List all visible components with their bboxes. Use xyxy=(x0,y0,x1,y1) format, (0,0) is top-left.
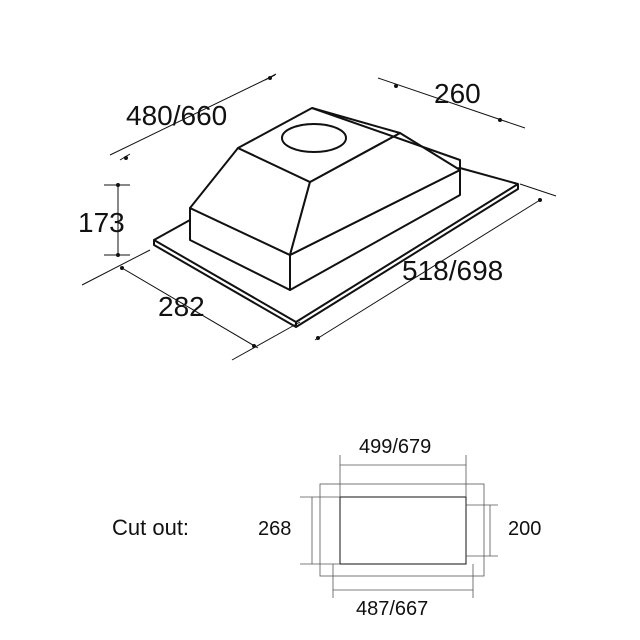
dim-width-label: 480/660 xyxy=(126,100,227,131)
cutout-dim-top: 499/679 xyxy=(359,436,431,458)
dim-depth-top-label: 260 xyxy=(434,78,481,109)
cutout-inner xyxy=(339,496,467,565)
cutout-dim-bottom: 487/667 xyxy=(356,598,428,620)
dim-height-label: 173 xyxy=(78,207,125,238)
dim-length-base-line xyxy=(314,183,557,341)
hood-drawing xyxy=(153,107,519,328)
cutout-outer xyxy=(319,483,485,577)
base-plate xyxy=(153,167,519,323)
dim-width-line xyxy=(109,73,277,161)
cutout-dim-right: 200 xyxy=(508,518,541,540)
exhaust-opening xyxy=(281,123,347,153)
dim-depth-top-line xyxy=(377,77,526,129)
dim-length-base-label: 518/698 xyxy=(402,255,503,286)
dim-depth-base-label: 282 xyxy=(158,291,205,322)
cutout-drawing xyxy=(300,455,498,598)
cutout-dim-left: 268 xyxy=(258,518,291,540)
dim-height-line xyxy=(104,183,130,257)
dim-depth-base-line xyxy=(81,249,301,361)
cutout-label: Cut out: xyxy=(112,515,189,540)
